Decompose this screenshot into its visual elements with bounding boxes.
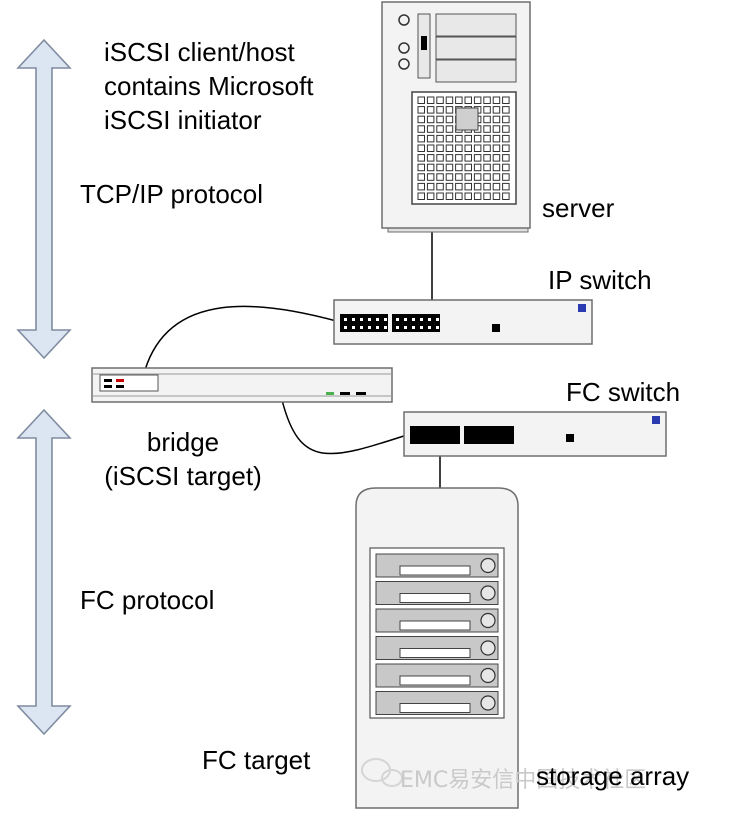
fc-double-arrow-icon [16,408,72,736]
ip-switch-label: IP switch [548,265,652,295]
watermark-text: EMC易安信中国技术社区 [400,768,647,793]
fc-target-label: FC target [202,745,311,775]
fc-switch-label: FC switch [566,377,681,407]
client-label-line1: iSCSI client/host [104,37,295,67]
server-label: server [542,193,615,223]
fc-switch-icon [403,411,667,457]
bridge-label: bridge [146,427,220,457]
bridge-to-ipswitch-cable [144,305,341,371]
fc-protocol-label: FC protocol [80,585,215,615]
bridge-to-fcswitch-cable [281,399,411,455]
client-label-line2: contains Microsoft [104,71,314,101]
bridge-role-label: (iSCSI target) [104,461,262,491]
storage-array-label: storage array [536,761,690,791]
tcpip-double-arrow-icon [16,38,72,360]
client-label-line3: iSCSI initiator [104,105,262,135]
storage-array-icon [355,487,519,809]
server-tower-icon [381,1,531,233]
ip-switch-icon [333,299,593,345]
chat-bubble-icon [361,758,403,787]
bridge-icon [91,367,393,403]
tcpip-protocol-label: TCP/IP protocol [80,179,264,209]
